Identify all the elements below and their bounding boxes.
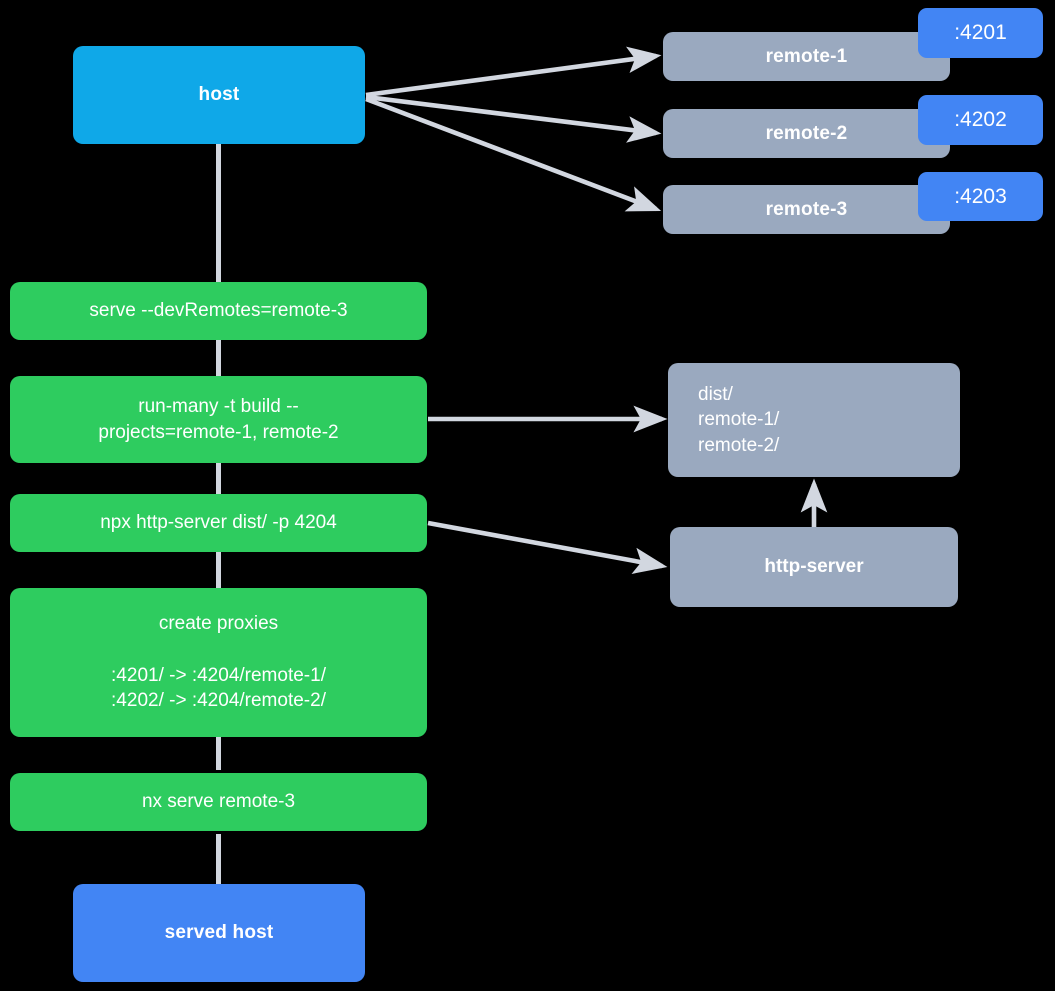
node-command-npx-http-server[interactable]: npx http-server dist/ -p 4204 bbox=[10, 494, 427, 552]
connector-host-to-serve bbox=[216, 143, 221, 282]
badge-remote-3-port: :4203 bbox=[918, 172, 1043, 221]
node-command-serve-devremotes[interactable]: serve --devRemotes=remote-3 bbox=[10, 282, 427, 340]
node-dist-folder[interactable]: dist/ remote-1/ remote-2/ bbox=[668, 363, 960, 477]
edge-host-to-remote-1 bbox=[365, 46, 662, 98]
node-served-host[interactable]: served host bbox=[73, 884, 365, 982]
node-command-create-proxies[interactable]: create proxies :4201/ -> :4204/remote-1/… bbox=[10, 588, 427, 737]
connector-nx-serve-to-served-host bbox=[216, 834, 221, 884]
badge-remote-2-port: :4202 bbox=[918, 95, 1043, 145]
node-host[interactable]: host bbox=[73, 46, 365, 144]
node-remote-2[interactable]: remote-2 bbox=[663, 109, 950, 158]
connector-http-server-cmd-to-proxies bbox=[216, 552, 221, 588]
node-command-nx-serve-remote-3[interactable]: nx serve remote-3 bbox=[10, 773, 427, 831]
edge-host-to-remote-3 bbox=[365, 96, 662, 212]
badge-remote-1-port: :4201 bbox=[918, 8, 1043, 58]
connector-proxies-to-nx-serve bbox=[216, 737, 221, 770]
node-remote-1[interactable]: remote-1 bbox=[663, 32, 950, 81]
edge-host-to-remote-2 bbox=[365, 94, 662, 143]
node-remote-3[interactable]: remote-3 bbox=[663, 185, 950, 234]
connector-run-many-to-http-server-cmd bbox=[216, 463, 221, 498]
node-command-run-many-build[interactable]: run-many -t build -- projects=remote-1, … bbox=[10, 376, 427, 463]
edge-http-server-cmd-to-http-server bbox=[427, 520, 668, 574]
connector-serve-to-run-many bbox=[216, 340, 221, 376]
node-http-server[interactable]: http-server bbox=[670, 527, 958, 607]
